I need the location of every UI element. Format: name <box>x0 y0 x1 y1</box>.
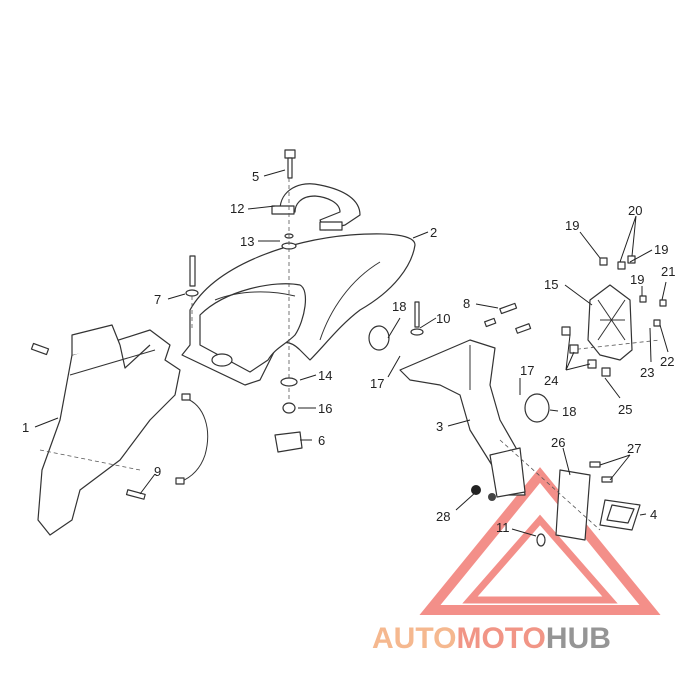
watermark-logo: AUTOMOTOHUB <box>372 622 611 655</box>
part-3-license-bracket <box>399 339 526 498</box>
part-15-plate-bracket <box>569 284 661 361</box>
callout-2: 2 <box>430 225 437 240</box>
callout-13: 13 <box>240 234 254 249</box>
part-26-plate <box>555 469 591 541</box>
callout-18-left: 18 <box>392 299 406 314</box>
bolt-10 <box>410 301 424 336</box>
svg-text:AUTOMOTOHUB: AUTOMOTOHUB <box>372 622 611 655</box>
callout-4: 4 <box>650 507 657 522</box>
nut-28 <box>471 485 496 501</box>
washer-14 <box>280 377 298 387</box>
callout-8: 8 <box>463 296 470 311</box>
callout-21: 21 <box>661 264 675 279</box>
watermark-auto: AUTO <box>372 622 456 655</box>
callout-27: 27 <box>627 441 641 456</box>
part-2-rear-fender <box>181 233 416 386</box>
callout-25: 25 <box>618 402 632 417</box>
callout-22: 22 <box>660 354 674 369</box>
axis-line-26 <box>499 439 601 531</box>
bolts-19-22 <box>561 255 667 377</box>
callout-5: 5 <box>252 169 259 184</box>
bolt-8 <box>484 302 532 334</box>
part-4-plate-light <box>599 499 641 531</box>
bolt-9 <box>125 489 146 500</box>
part-12-grab-handle <box>271 183 361 231</box>
callout-19-a: 19 <box>565 218 579 233</box>
watermark-hub: HUB <box>546 622 611 655</box>
callout-6: 6 <box>318 433 325 448</box>
bracket-6 <box>274 431 303 453</box>
callout-11: 11 <box>496 520 510 535</box>
bolt-5 <box>284 149 296 179</box>
cable <box>175 393 209 485</box>
callout-19-b: 19 <box>654 242 668 257</box>
callout-12: 12 <box>230 201 244 216</box>
watermark-moto: MOTO <box>456 622 545 655</box>
callout-19-c: 19 <box>630 272 644 287</box>
leader-lines <box>34 169 669 537</box>
callout-15: 15 <box>544 277 558 292</box>
callout-28: 28 <box>436 509 450 524</box>
watermark-triangle <box>419 467 661 615</box>
callout-26: 26 <box>551 435 565 450</box>
bolt-7 <box>185 255 199 330</box>
callout-24: 24 <box>544 373 558 388</box>
callout-18-right: 18 <box>562 404 576 419</box>
part-1-splash-guard <box>37 324 181 536</box>
callout-16: 16 <box>318 401 332 416</box>
callout-20: 20 <box>628 203 642 218</box>
callout-23: 23 <box>640 365 654 380</box>
reflector-18-right <box>524 393 550 423</box>
callout-7: 7 <box>154 292 161 307</box>
callout-17-left: 17 <box>370 376 384 391</box>
reflector-18-left <box>368 325 390 351</box>
nut-16 <box>282 402 296 414</box>
callout-9: 9 <box>154 464 161 479</box>
callout-3: 3 <box>436 419 443 434</box>
callout-14: 14 <box>318 368 332 383</box>
callout-10: 10 <box>436 311 450 326</box>
callout-1: 1 <box>22 420 29 435</box>
callout-17-right: 17 <box>520 363 534 378</box>
bolt-1-top <box>30 342 50 356</box>
screw-11 <box>536 533 546 547</box>
